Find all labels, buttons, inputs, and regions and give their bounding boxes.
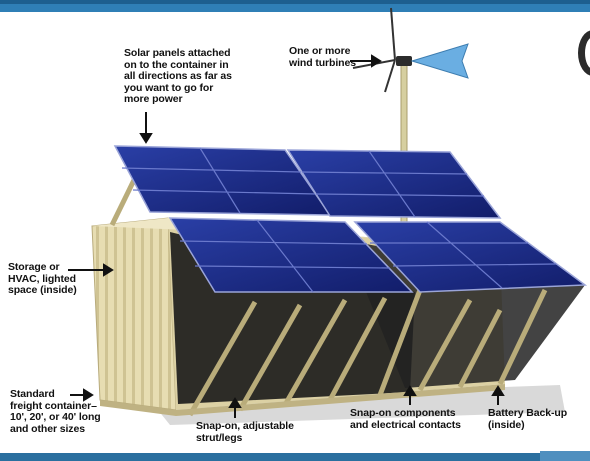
top-frame-edge	[0, 0, 590, 4]
solar-panel-top-right	[286, 149, 502, 219]
solar-panel-bottom-left	[168, 217, 414, 293]
battery-label: Battery Back-up (inside)	[488, 407, 568, 431]
container-label: Standard freight container– 10', 20', or…	[10, 388, 101, 435]
ground-shadow	[150, 385, 565, 425]
solar-panel-bottom-right	[353, 221, 588, 293]
wind-turbines-label: One or more wind turbines	[289, 45, 356, 69]
strut-legs	[109, 176, 548, 417]
storage-label: Storage or HVAC, lighted space (inside)	[8, 261, 77, 296]
callout-arrows	[68, 54, 505, 418]
bottom-frame-corner	[540, 451, 590, 461]
components-label: Snap-on components and electrical contac…	[350, 407, 461, 431]
solar-panels-label: Solar panels attached on to the containe…	[124, 47, 232, 105]
bottom-frame-bar	[0, 453, 590, 461]
container-side	[91, 217, 177, 411]
strut-label: Snap-on, adjustable strut/legs	[196, 420, 294, 444]
